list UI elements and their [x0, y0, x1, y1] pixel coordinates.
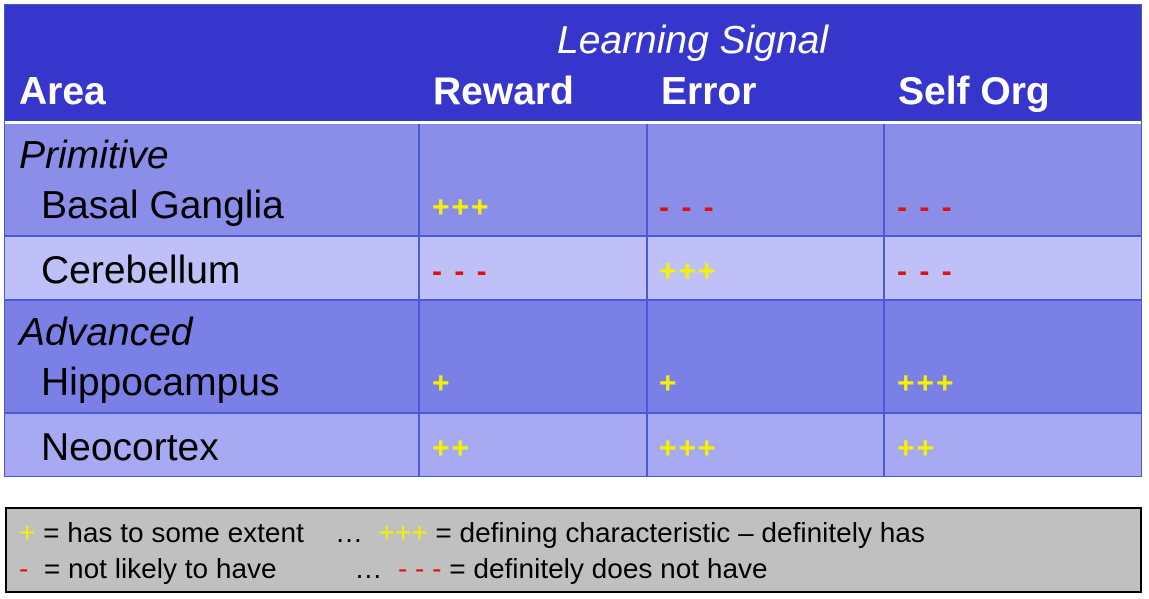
table-row-neocortex: Neocortex ++ +++ ++ [5, 414, 1141, 476]
self-org-value: - - - [897, 191, 954, 224]
column-divider [883, 237, 885, 299]
error-value: + [659, 367, 679, 400]
column-divider [418, 301, 420, 412]
legend-line-plus: + = has to some extent … +++ = defining … [19, 517, 925, 549]
error-value: - - - [659, 191, 716, 224]
legend-line-minus: - = not likely to have … - - - = definit… [19, 553, 768, 585]
legend-box: + = has to some extent … +++ = defining … [5, 507, 1142, 593]
table-row-hippocampus: Advanced Hippocampus + + +++ [5, 301, 1141, 414]
group-label-advanced: Advanced [19, 311, 193, 354]
area-name: Hippocampus [41, 361, 280, 404]
table-header: Learning Signal Area Reward Error Self O… [5, 5, 1141, 121]
legend-symbol-triple-minus: - - - [397, 553, 442, 584]
column-header-reward: Reward [433, 70, 574, 113]
column-divider [646, 301, 648, 412]
column-divider [883, 414, 885, 476]
column-header-error: Error [661, 70, 757, 113]
legend-text: = definitely does not have [441, 553, 768, 584]
legend-text: = defining characteristic – definitely h… [427, 517, 925, 548]
table-row-cerebellum: Cerebellum - - - +++ - - - [5, 237, 1141, 301]
self-org-value: - - - [897, 255, 954, 288]
table-row-basal-ganglia: Primitive Basal Ganglia +++ - - - - - - [5, 124, 1141, 237]
self-org-value: ++ [897, 432, 937, 465]
column-divider [646, 414, 648, 476]
legend-symbol-plus: + [19, 517, 36, 548]
reward-value: +++ [432, 191, 491, 224]
error-value: +++ [659, 255, 718, 288]
column-divider [883, 124, 885, 235]
column-divider [418, 414, 420, 476]
column-divider [646, 124, 648, 235]
legend-text: = has to some extent … [35, 517, 379, 548]
error-value: +++ [659, 432, 718, 465]
super-header: Learning Signal [557, 19, 829, 62]
column-divider [646, 237, 648, 299]
legend-symbol-triple-plus: +++ [378, 517, 428, 548]
legend-text: = not likely to have … [28, 553, 398, 584]
legend-symbol-minus: - [19, 553, 29, 584]
reward-value: - - - [432, 255, 489, 288]
header-divider [5, 121, 1141, 124]
area-name: Neocortex [41, 426, 219, 469]
reward-value: ++ [432, 432, 472, 465]
area-name: Basal Ganglia [41, 184, 284, 227]
column-header-self-org: Self Org [898, 70, 1050, 113]
self-org-value: +++ [897, 367, 956, 400]
area-name: Cerebellum [41, 249, 241, 292]
group-label-primitive: Primitive [19, 134, 169, 177]
learning-signal-table: Learning Signal Area Reward Error Self O… [4, 4, 1142, 477]
reward-value: + [432, 367, 452, 400]
column-header-area: Area [19, 70, 106, 113]
column-divider [418, 237, 420, 299]
column-divider [883, 301, 885, 412]
column-divider [418, 124, 420, 235]
